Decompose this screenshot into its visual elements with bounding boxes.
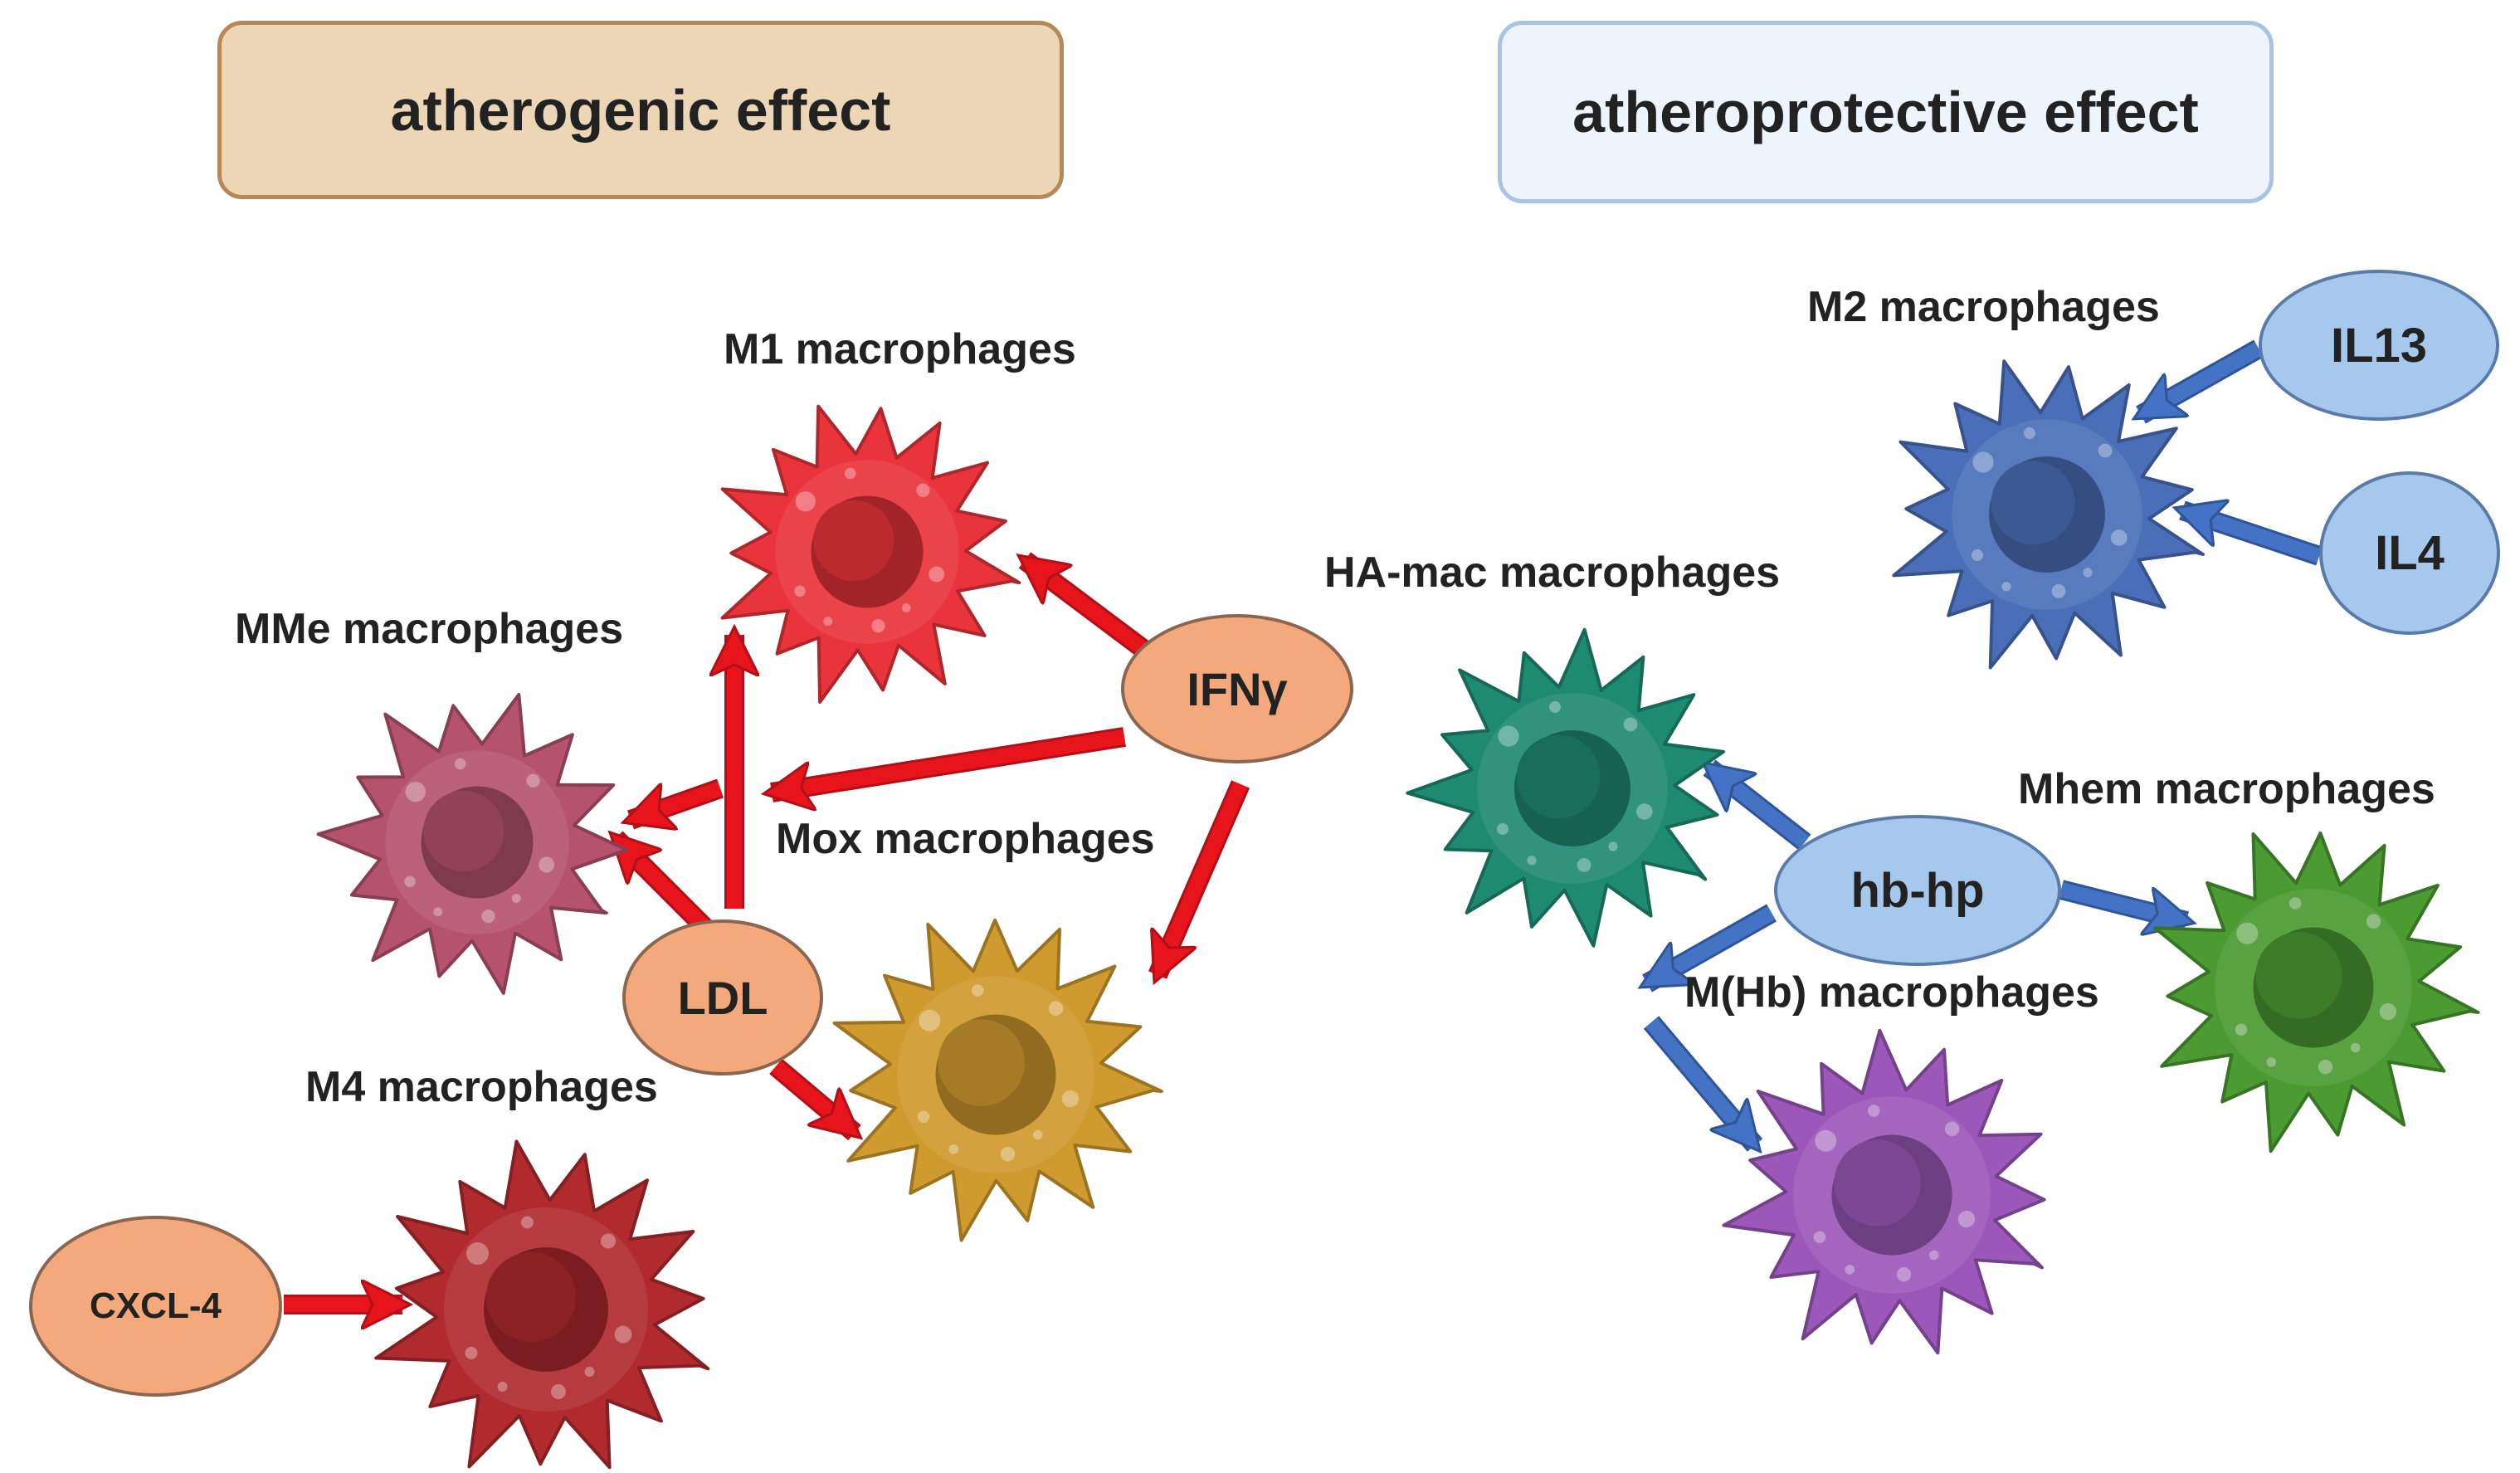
ldl-text: LDL (677, 971, 768, 1024)
ldl-node: LDL (622, 919, 823, 1075)
mox-macrophage-cell (832, 918, 1163, 1242)
ifng-node: IFNγ (1121, 614, 1353, 763)
hamac-macrophage-cell (1406, 627, 1725, 948)
arrow-hbhp-to-mhem (2059, 880, 2186, 921)
arrow-ifng-to-mme (772, 727, 1126, 793)
mme-macrophage-cell (316, 693, 629, 995)
atherogenic-header: atherogenic effect (217, 21, 1064, 199)
m4-label: M4 macrophages (305, 1063, 658, 1111)
m2-label: M2 macrophages (1807, 283, 2160, 331)
arrow-il4-to-m2 (2182, 510, 2323, 566)
m4-macrophage-cell (374, 1139, 710, 1470)
atheroprotective-header-text: atheroprotective effect (1572, 80, 2199, 144)
mhem-label: Mhem macrophages (2018, 765, 2435, 813)
cxcl4-node: CXCL-4 (29, 1216, 282, 1397)
hbhp-node: hb-hp (1774, 815, 2061, 966)
mox-label: Mox macrophages (776, 815, 1155, 863)
atherogenic-header-text: atherogenic effect (390, 77, 891, 143)
ifng-text: IFNγ (1187, 662, 1288, 715)
arrow-mox-to-mme (631, 778, 724, 820)
arrow-il13-to-m2 (2141, 339, 2264, 424)
m2-macrophage-cell (1892, 359, 2205, 670)
mhem-macrophage-cell (2153, 832, 2480, 1154)
arrow-ifng-to-mox (1148, 780, 1250, 975)
mhb-macrophage-cell (1722, 1028, 2046, 1355)
hamac-label: HA-mac macrophages (1324, 549, 1781, 597)
cxcl4-text: CXCL-4 (90, 1285, 222, 1326)
il4-text: IL4 (2375, 526, 2444, 580)
arrow-ifng-to-m1 (1025, 552, 1164, 668)
arrow-ldl-to-mme (616, 838, 713, 935)
arrow-ldl-to-mox (769, 1058, 855, 1141)
arrow-hbhp-to-hamac (1709, 759, 1811, 851)
m1-macrophage-cell (720, 404, 1021, 704)
il13-text: IL13 (2330, 318, 2428, 373)
arrow-hbhp-to-mhb-upper (1647, 904, 1777, 993)
hbhp-text: hb-hp (1850, 863, 1985, 918)
il4-node: IL4 (2319, 471, 2500, 635)
mme-label: MMe macrophages (235, 605, 624, 653)
m1-label: M1 macrophages (724, 325, 1076, 373)
arrow-hbhp-to-mhb (1643, 1016, 1763, 1145)
mhb-label: M(Hb) macrophages (1684, 968, 2099, 1017)
atheroprotective-header: atheroprotective effect (1498, 21, 2274, 203)
il13-node: IL13 (2259, 270, 2499, 421)
